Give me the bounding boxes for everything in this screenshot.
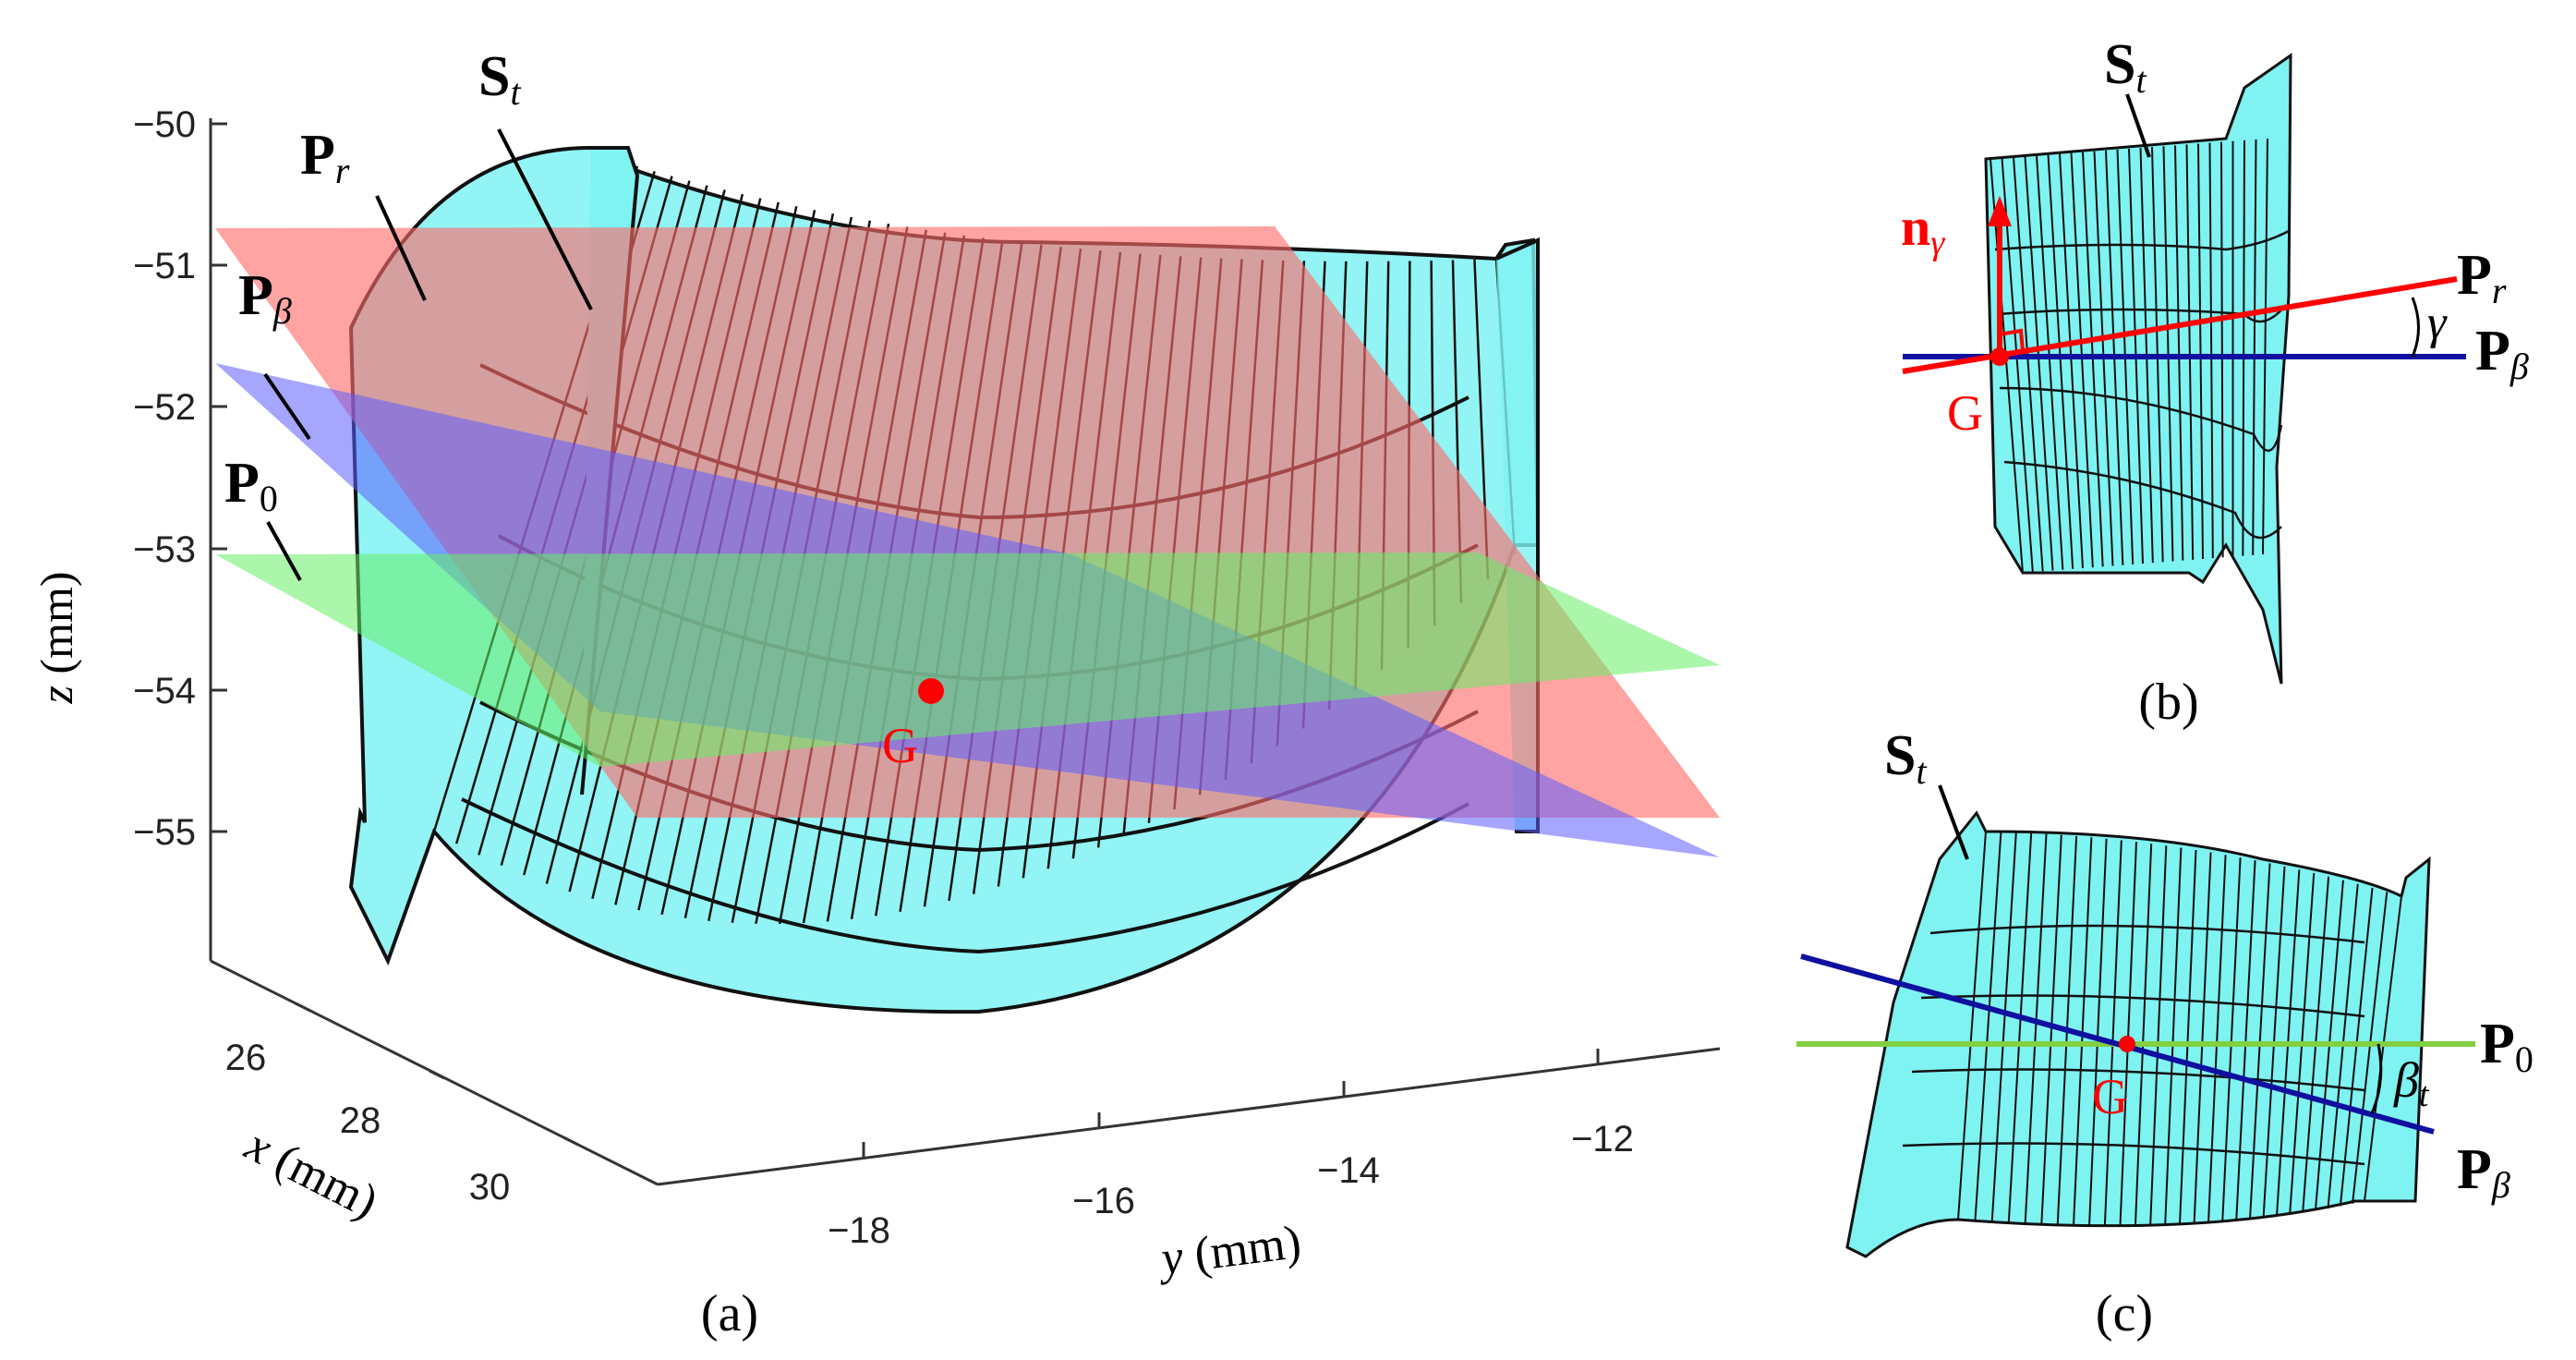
surface-ruling-line (2364, 895, 2402, 1202)
label-gamma-angle: γ (2427, 297, 2448, 349)
panel-b: St nγ Pr Pβ γ G (b) (1901, 33, 2529, 731)
x-tick-label: 26 (225, 1038, 267, 1078)
surface-ruling-line (2220, 141, 2224, 558)
x-tick-label: 30 (469, 1167, 511, 1208)
point-g-b (1990, 347, 2009, 366)
surface-ruling-line (2001, 158, 2034, 573)
point-g-label-c: G (2092, 1069, 2128, 1124)
y-tick-label: −18 (828, 1210, 890, 1251)
label-n-gamma: nγ (1901, 197, 1945, 262)
surface-ruling-line (2040, 834, 2062, 1225)
panel-a: −50 −51 −52 −53 −54 −55 z (mm) 26 28 30 … (30, 45, 1721, 1342)
z-axis-title: z (mm) (30, 571, 82, 704)
surface-ruling-line (2235, 860, 2256, 1220)
surface-ruling-line (2249, 863, 2271, 1220)
label-st-c: St (1884, 724, 1927, 792)
surface-ruling-line (2073, 837, 2093, 1226)
caption-c: (c) (2096, 1285, 2153, 1342)
z-tick-label: −54 (133, 671, 196, 711)
surface-ruling-line (2252, 139, 2257, 555)
surface-ruling-line (1989, 158, 2024, 574)
normal-arrowhead (1988, 196, 2012, 226)
surface-ruling-line (2207, 855, 2227, 1223)
label-p0-c: P0 (2480, 1013, 2534, 1080)
surface-ruling-line (2088, 838, 2108, 1226)
surface-ruling-line (2103, 840, 2122, 1226)
plane-0 (215, 552, 1720, 767)
y-tick-label: −12 (1571, 1119, 1634, 1160)
surface-ruling-line (2149, 845, 2168, 1226)
surface-ruling-line (2047, 154, 2074, 569)
surface-b-curves (1994, 229, 2290, 540)
surface-ruling-line (2070, 152, 2094, 568)
label-beta-angle: βt (2393, 1052, 2430, 1114)
surface-ruling-line (2024, 833, 2048, 1224)
z-tick-label: −51 (133, 246, 196, 286)
point-g-c (2119, 1036, 2135, 1052)
leader-lines (263, 128, 593, 581)
x-ticks (295, 1002, 579, 1147)
surface-ruling-line (2007, 832, 2033, 1223)
z-tick-label: −52 (133, 387, 196, 428)
z-tick-labels: −50 −51 −52 −53 −54 −55 (133, 104, 196, 853)
y-tick-label: −14 (1317, 1150, 1380, 1191)
surface-ruling-line (2352, 892, 2389, 1204)
right-angle-mark (1999, 328, 2025, 352)
surface-ruling-line (2193, 852, 2212, 1224)
surface-ruling-line (2242, 140, 2245, 556)
z-tick-label: −53 (133, 529, 196, 570)
z-ticks (211, 122, 227, 833)
z-tick-label: −55 (133, 812, 196, 853)
surface-ruling-line (2262, 138, 2268, 555)
label-pr-b: Pr (2457, 244, 2507, 311)
surface-ruling-line (2013, 157, 2044, 572)
surface-ruling-line (2208, 142, 2214, 559)
surface-ruling-line (2221, 857, 2242, 1222)
surface-ruling-line (1990, 832, 2017, 1222)
y-ticks (862, 1049, 1600, 1158)
y-tick-label: −16 (1072, 1181, 1135, 1221)
surface-ruling-line (2134, 844, 2153, 1226)
point-g-label: G (882, 718, 918, 773)
surface-ruling-line (2174, 145, 2184, 561)
surface-ruling-line (2036, 155, 2064, 570)
angle-arc-b (2411, 297, 2420, 358)
surface-b (1984, 53, 2292, 685)
point-g-label-b: G (1947, 385, 1983, 441)
surface-ruling-line (2179, 849, 2197, 1225)
y-axis-title: y (mm) (1154, 1216, 1303, 1286)
panel-c: St P0 Pβ βt G (c) (1796, 724, 2534, 1342)
label-pbeta-c: Pβ (2457, 1138, 2510, 1206)
caption-a: (a) (701, 1285, 758, 1342)
surface-ruling-line (1957, 831, 1987, 1220)
surface-ruling-line (2059, 153, 2084, 569)
surface-ruling-line (2197, 143, 2204, 560)
surface-ruling-line (1974, 832, 2002, 1221)
label-st-b: St (2104, 33, 2147, 101)
angle-arc-c (2370, 1043, 2383, 1114)
surface-ruling-line (2339, 887, 2374, 1207)
surface-c (1845, 810, 2431, 1258)
point-g (918, 678, 944, 704)
line-pbeta-c (1800, 953, 2435, 1135)
surface-ruling-line (2119, 842, 2138, 1226)
label-pbeta-b: Pβ (2475, 320, 2529, 387)
surface-ruling-line (2185, 144, 2195, 560)
surface-c-curves (1902, 924, 2365, 1166)
caption-b: (b) (2138, 674, 2198, 731)
z-tick-label: −50 (133, 104, 196, 145)
surface-ruling-line (2024, 156, 2054, 571)
label-pbeta: Pβ (238, 264, 292, 332)
label-p0: P0 (224, 452, 278, 519)
x-tick-labels: 26 28 30 (225, 1038, 511, 1208)
label-pr: Pr (300, 124, 350, 191)
x-tick-label: 28 (340, 1100, 381, 1141)
label-st: St (478, 45, 521, 113)
y-tick-labels: −18 −16 −14 −12 (828, 1119, 1634, 1251)
surface-ruling-line (2164, 847, 2183, 1225)
